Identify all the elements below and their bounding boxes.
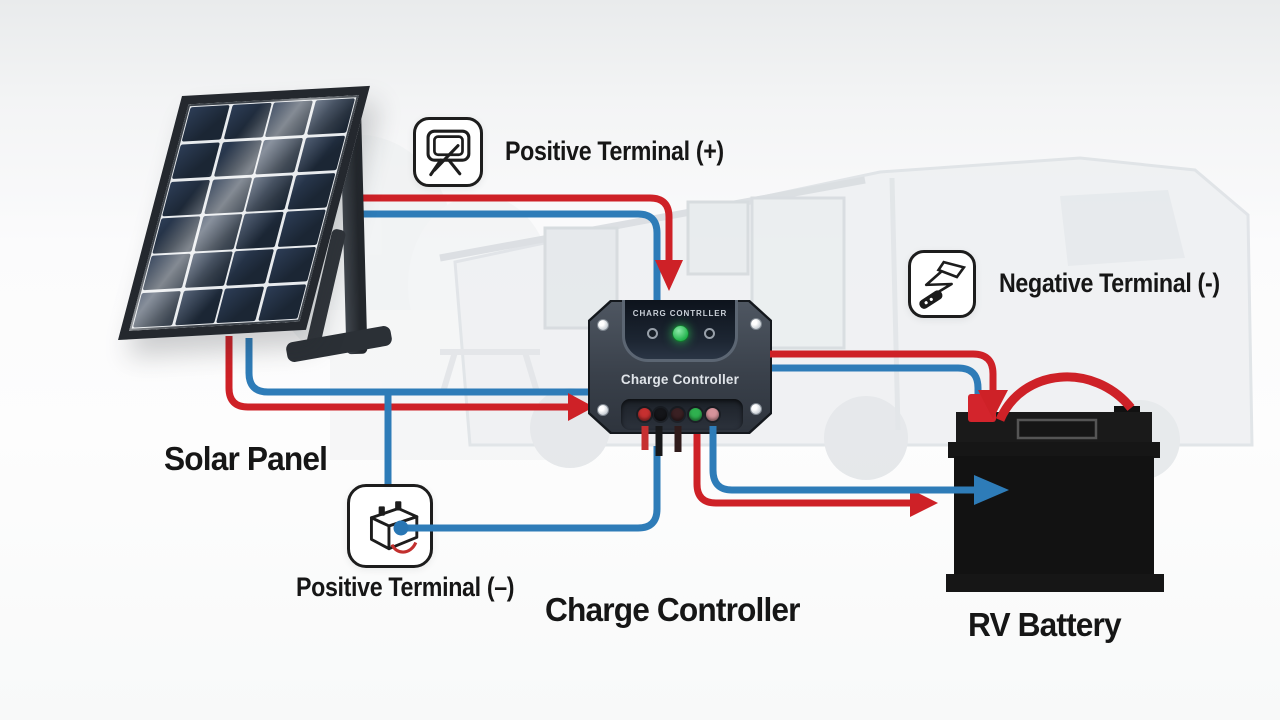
controller-front-label: Charge Controller: [620, 372, 740, 387]
terminal-dot-green: [689, 408, 702, 421]
terminal-dot-maroon: [671, 408, 684, 421]
wire-negative-controller-to-battery-side: [709, 426, 974, 494]
controller-top-text: CHARG CONTRLLER: [632, 309, 728, 318]
battery-base: [946, 574, 1164, 592]
negative-connection-dot: [393, 520, 409, 536]
arrowhead-right-into-battery: [974, 475, 1009, 505]
faded-picnic-table: [440, 349, 540, 393]
charge-controller-device: CHARG CONTRLLER Charge Controller: [588, 300, 772, 434]
terminal-dot-pink: [706, 408, 719, 421]
cable-clamp-icon: [919, 260, 967, 309]
arrowhead-down-onto-battery-terminal: [978, 390, 1008, 419]
positive-terminal-plus-label: Positive Terminal (+): [505, 136, 724, 166]
wire-positive-panel-to-controller-top: [346, 194, 673, 262]
wire-positive-controller-bottom-to-battery: [693, 426, 910, 507]
wire-negative-panel-to-controller-left: [245, 338, 600, 396]
arrowhead-down-into-controller: [655, 260, 683, 291]
screw-icon: [597, 319, 609, 331]
controller-led-row: [625, 323, 735, 345]
negative-terminal-callout-box: [908, 250, 976, 318]
controller-display-panel: CHARG CONTRLLER: [622, 300, 738, 362]
wire-negative-controller-to-battery-top: [768, 364, 982, 430]
battery-label-plate: [1016, 418, 1098, 440]
wire-negative-controller-to-battery-callout: [402, 446, 661, 532]
positive-terminal-minus-label: Positive Terminal (–): [296, 572, 515, 602]
negative-terminal-label: Negative Terminal (-): [999, 268, 1220, 298]
battery-jumper-cable: [995, 372, 1135, 422]
terminal-dot-black: [654, 408, 667, 421]
screw-icon: [750, 403, 762, 415]
arrowhead-right-toward-battery: [910, 489, 938, 517]
arrowhead-right-into-controller: [568, 393, 594, 421]
screw-icon: [597, 404, 609, 416]
charge-controller-title: Charge Controller: [545, 591, 800, 628]
indicator-led-icon: [647, 328, 658, 339]
green-power-led-icon: [672, 325, 689, 342]
positive-terminal-callout-box: [413, 117, 483, 187]
wire-positive-controller-to-battery-terminal: [770, 350, 997, 392]
indicator-led-icon: [704, 328, 715, 339]
solar-panel-title: Solar Panel: [164, 440, 328, 477]
faded-window: [686, 200, 750, 276]
wire-positive-panel-to-controller-left: [225, 336, 568, 411]
faded-wheel: [824, 396, 908, 480]
terminal-dot-red: [638, 408, 651, 421]
solar-panel-easel-icon: [426, 129, 471, 177]
faded-cab-window: [1060, 190, 1185, 266]
rv-battery-graphic: [946, 394, 1164, 592]
faded-ladder: [889, 177, 901, 431]
controller-terminal-strip: [621, 399, 743, 430]
battery-body: [954, 456, 1154, 576]
rv-battery-title: RV Battery: [968, 606, 1122, 643]
battery-collar: [948, 442, 1160, 458]
screw-icon: [750, 318, 762, 330]
wire-negative-panel-to-controller-top: [346, 210, 661, 312]
